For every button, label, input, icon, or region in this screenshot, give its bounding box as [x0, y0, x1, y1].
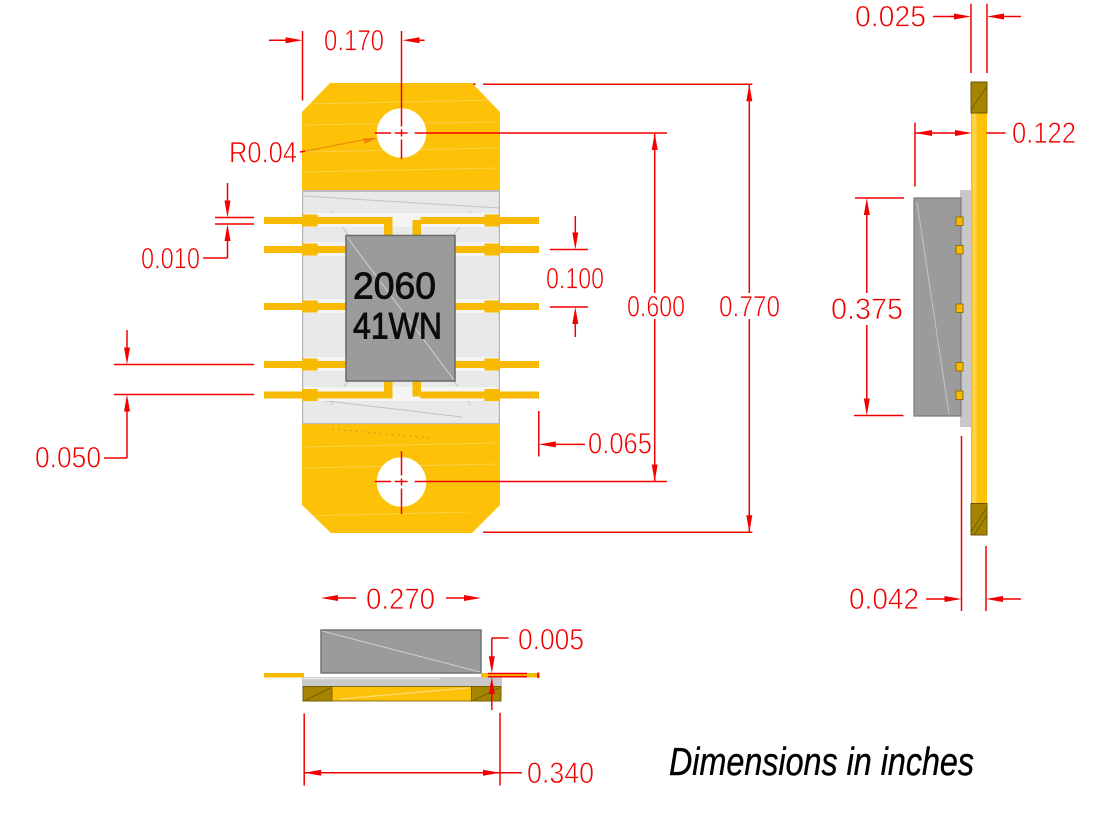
svg-text:0.122: 0.122	[1012, 117, 1076, 150]
svg-text:0.600: 0.600	[627, 291, 685, 324]
svg-text:0.770: 0.770	[719, 291, 780, 324]
svg-text:41WN: 41WN	[353, 305, 442, 347]
svg-text:R0.04: R0.04	[229, 137, 297, 170]
svg-text:0.270: 0.270	[366, 583, 435, 616]
svg-text:0.065: 0.065	[588, 428, 652, 461]
svg-text:0.100: 0.100	[546, 263, 604, 296]
svg-text:0.025: 0.025	[855, 1, 926, 34]
svg-text:0.375: 0.375	[831, 293, 903, 326]
svg-text:0.005: 0.005	[518, 624, 584, 657]
svg-text:0.340: 0.340	[527, 757, 594, 790]
svg-text:0.010: 0.010	[141, 243, 200, 276]
svg-text:0.050: 0.050	[35, 442, 101, 475]
svg-text:2060: 2060	[353, 265, 436, 307]
svg-text:Dimensions in inches: Dimensions in inches	[669, 741, 974, 784]
svg-text:0.042: 0.042	[849, 583, 919, 616]
svg-text:0.170: 0.170	[324, 25, 384, 58]
